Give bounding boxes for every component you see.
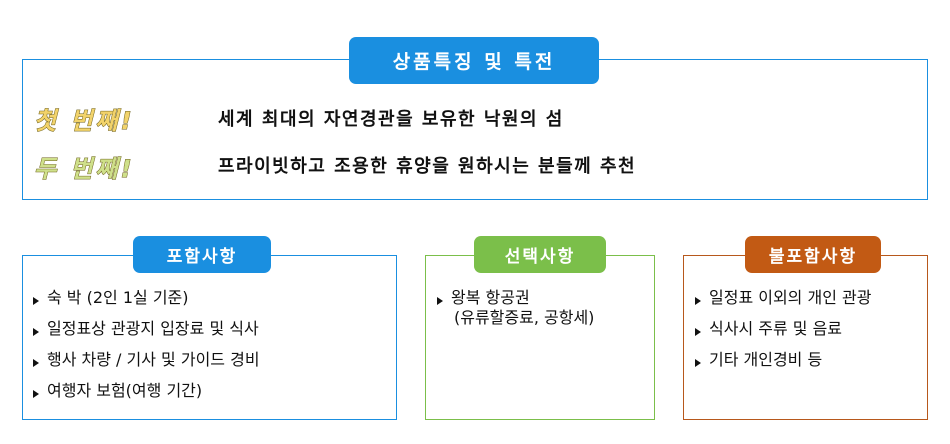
triangle-right-icon — [33, 328, 39, 336]
list-item-label: 왕복 항공권 — [451, 288, 530, 307]
list-item: 왕복 항공권(유류할증료, 공항세) — [437, 288, 594, 332]
included-title: 포함사항 — [133, 236, 271, 273]
list-item: 여행자 보험(여행 기간) — [33, 381, 260, 412]
list-item-label: 일정표 이외의 개인 관광 — [709, 288, 872, 307]
list-item-sublabel: (유류할증료, 공항세) — [454, 308, 595, 327]
feature-text-second: 프라이빗하고 조용한 휴양을 원하시는 분들께 추천 — [218, 156, 637, 177]
triangle-right-icon — [695, 297, 701, 305]
list-item: 일정표상 관광지 입장료 및 식사 — [33, 319, 260, 350]
included-list: 숙 박 (2인 1실 기준) 일정표상 관광지 입장료 및 식사 행사 차량 /… — [33, 288, 260, 412]
excluded-title: 불포함사항 — [745, 236, 881, 273]
triangle-right-icon — [33, 297, 39, 305]
list-item: 일정표 이외의 개인 관광 — [695, 288, 871, 319]
list-item: 식사시 주류 및 음료 — [695, 319, 871, 350]
list-item-label: 일정표상 관광지 입장료 및 식사 — [47, 319, 259, 338]
excluded-list: 일정표 이외의 개인 관광 식사시 주류 및 음료 기타 개인경비 등 — [695, 288, 871, 381]
included-box — [22, 255, 397, 420]
list-item-label: 기타 개인경비 등 — [709, 350, 823, 369]
triangle-right-icon — [695, 359, 701, 367]
triangle-right-icon — [33, 390, 39, 398]
optional-list: 왕복 항공권(유류할증료, 공항세) — [437, 288, 594, 332]
feature-badge-second: 두 번째! — [34, 155, 135, 184]
list-item: 기타 개인경비 등 — [695, 350, 871, 381]
triangle-right-icon — [437, 297, 443, 305]
list-item: 행사 차량 / 기사 및 가이드 경비 — [33, 350, 260, 381]
list-item-label: 행사 차량 / 기사 및 가이드 경비 — [47, 350, 260, 369]
list-item: 숙 박 (2인 1실 기준) — [33, 288, 260, 319]
features-title: 상품특징 및 특전 — [349, 37, 599, 84]
feature-text-first: 세계 최대의 자연경관을 보유한 낙원의 섬 — [218, 109, 564, 130]
list-item-label: 여행자 보험(여행 기간) — [47, 381, 203, 400]
feature-badge-first: 첫 번째! — [34, 107, 135, 136]
optional-box — [425, 255, 655, 420]
excluded-box — [683, 255, 928, 420]
triangle-right-icon — [695, 328, 701, 336]
list-item-label: 식사시 주류 및 음료 — [709, 319, 843, 338]
triangle-right-icon — [33, 359, 39, 367]
list-item-label: 숙 박 (2인 1실 기준) — [47, 288, 189, 307]
optional-title: 선택사항 — [474, 236, 606, 273]
